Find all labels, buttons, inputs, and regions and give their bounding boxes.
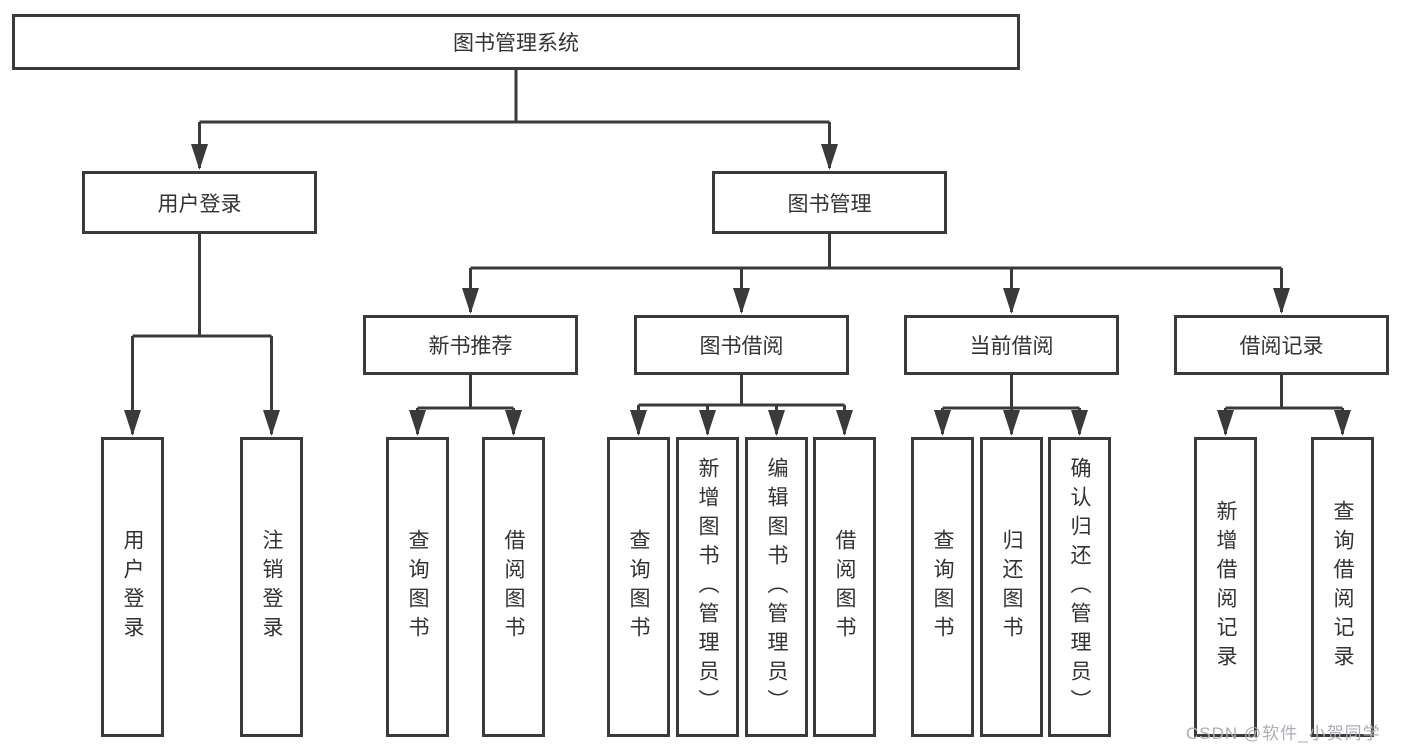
- node-query-borrow-record: 查询借阅记录: [1311, 437, 1374, 737]
- node-label: 查询图书: [627, 529, 650, 645]
- node-label: 归还图书: [1000, 529, 1023, 645]
- node-query-book-borrowing: 查询图书: [607, 437, 670, 737]
- connector-newbookrec-to-children: [416, 375, 515, 434]
- node-label: 注销登录: [260, 529, 283, 645]
- node-current-borrowing: 当前借阅: [904, 315, 1119, 375]
- node-borrowing-records: 借阅记录: [1174, 315, 1389, 375]
- node-label: 查询图书: [931, 529, 954, 645]
- node-label: 借阅记录: [1239, 335, 1324, 358]
- node-add-borrow-record: 新增借阅记录: [1194, 437, 1257, 737]
- node-label: 当前借阅: [969, 335, 1054, 358]
- node-label: 新增借阅记录: [1214, 500, 1237, 674]
- connector-bookmgmt-to-level3: [469, 234, 1283, 312]
- node-book-management: 图书管理: [712, 171, 947, 234]
- node-label: 确认归还（管理员）: [1068, 456, 1091, 718]
- arrow-icon: [505, 410, 522, 436]
- node-return-book: 归还图书: [980, 437, 1043, 737]
- node-label: 编辑图书（管理员）: [765, 456, 788, 718]
- node-login: 用户登录: [101, 437, 164, 737]
- node-root: 图书管理系统: [12, 14, 1020, 70]
- arrow-icon: [462, 288, 479, 314]
- node-label: 查询借阅记录: [1331, 500, 1354, 674]
- arrow-icon: [821, 144, 838, 170]
- node-label: 图书管理: [787, 192, 872, 216]
- arrow-icon: [1273, 288, 1290, 314]
- node-query-book-recommend: 查询图书: [386, 437, 449, 737]
- node-label: 新书推荐: [428, 335, 513, 358]
- node-label: 图书借阅: [699, 335, 784, 358]
- node-new-book-recommend: 新书推荐: [363, 315, 578, 375]
- arrow-icon: [836, 410, 853, 436]
- node-query-book-current: 查询图书: [911, 437, 974, 737]
- arrow-icon: [630, 410, 647, 436]
- connector-borrowrecords-to-children: [1224, 375, 1344, 434]
- arrow-icon: [124, 410, 141, 436]
- node-borrow-book-borrowing: 借阅图书: [813, 437, 876, 737]
- node-edit-book-admin: 编辑图书（管理员）: [745, 437, 808, 737]
- node-user-login: 用户登录: [82, 171, 317, 234]
- node-label: 图书管理系统: [453, 32, 579, 55]
- arrow-icon: [1071, 410, 1088, 436]
- arrow-icon: [191, 144, 208, 170]
- arrow-icon: [1217, 410, 1234, 436]
- node-label: 借阅图书: [502, 529, 525, 645]
- node-logout: 注销登录: [240, 437, 303, 737]
- node-label: 查询图书: [406, 529, 429, 645]
- connector-root-to-level2: [198, 70, 831, 168]
- node-add-book-admin: 新增图书（管理员）: [676, 437, 739, 737]
- node-book-borrowing: 图书借阅: [634, 315, 849, 375]
- node-label: 借阅图书: [833, 529, 856, 645]
- node-confirm-return-admin: 确认归还（管理员）: [1048, 437, 1111, 737]
- arrow-icon: [1334, 410, 1351, 436]
- arrow-icon: [263, 410, 280, 436]
- node-borrow-book-recommend: 借阅图书: [482, 437, 545, 737]
- arrow-icon: [768, 410, 785, 436]
- arrow-icon: [699, 410, 716, 436]
- arrow-icon: [934, 410, 951, 436]
- arrow-icon: [733, 288, 750, 314]
- connector-userlogin-to-children: [131, 234, 273, 434]
- node-label: 用户登录: [121, 529, 144, 645]
- arrow-icon: [1003, 288, 1020, 314]
- arrow-icon: [409, 410, 426, 436]
- node-label: 新增图书（管理员）: [696, 456, 719, 718]
- connector-bookborrow-to-children: [637, 375, 846, 434]
- csdn-watermark: CSDN @软件_小贺同学: [1186, 724, 1381, 743]
- arrow-icon: [1003, 410, 1020, 436]
- node-label: 用户登录: [157, 192, 242, 216]
